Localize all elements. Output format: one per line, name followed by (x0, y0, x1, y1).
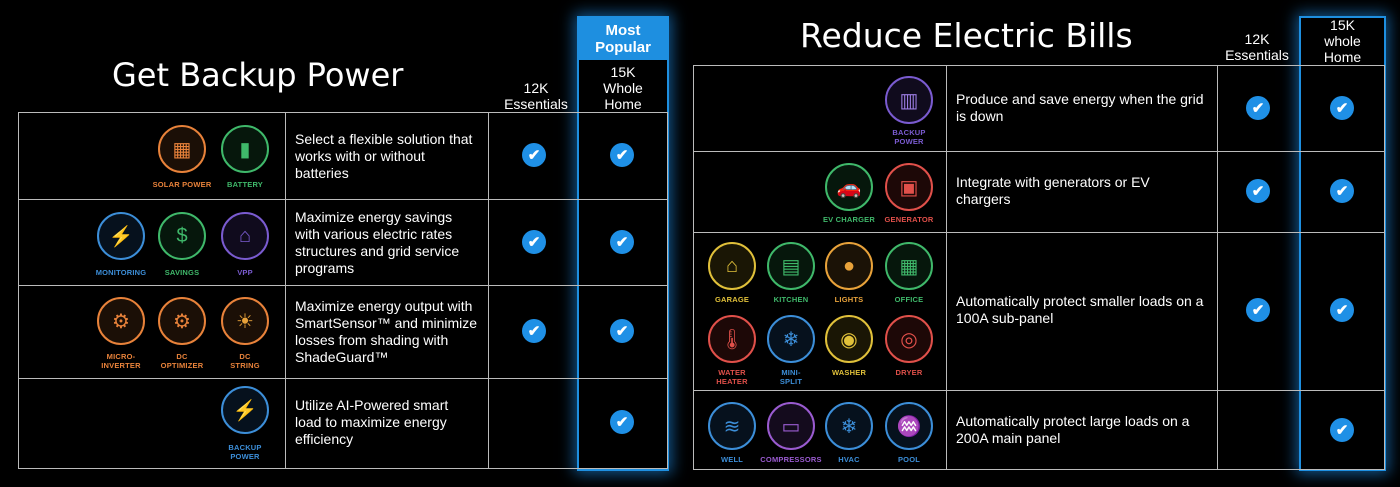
icon-label: MINI- SPLIT (779, 368, 803, 386)
check-icon: ✔ (610, 319, 634, 343)
icon-label: OFFICE (894, 295, 924, 304)
icon-label: GARAGE (714, 295, 750, 304)
icon-label: GENERATOR (884, 215, 934, 224)
right-col-15k-header: 15K whole Home (1323, 17, 1362, 65)
lights-icon: ● (825, 242, 873, 290)
check-icon: ✔ (1330, 179, 1354, 203)
icon-label: DC OPTIMIZER (160, 352, 204, 370)
savings-icon: $ (158, 212, 206, 260)
icon-label: SOLAR POWER (152, 180, 212, 189)
mini-split-icon: ❄ (767, 315, 815, 363)
icon-label: BATTERY (227, 180, 263, 189)
pool-icon: ♒ (885, 402, 933, 450)
hvac-icon: ❄ (825, 402, 873, 450)
icon-label: WASHER (831, 368, 867, 377)
icon-label: WATER HEATER (716, 368, 748, 386)
check-icon: ✔ (522, 319, 546, 343)
icon-label: VPP (237, 268, 253, 277)
row-description: Produce and save energy when the grid is… (956, 91, 1204, 124)
left-divider (488, 112, 489, 469)
icon-label: MICRO- INVERTER (101, 352, 141, 370)
row-description: Automatically protect large loads on a 2… (956, 413, 1190, 446)
row-description: Maximize energy savings with various ele… (295, 209, 460, 276)
icon-label: KITCHEN (773, 295, 809, 304)
office-icon: ▦ (885, 242, 933, 290)
icon-label: POOL (897, 455, 921, 464)
icon-label: COMPRESSORS (760, 455, 822, 464)
left-table (18, 112, 668, 469)
dc-string-icon: ☀ (221, 297, 269, 345)
check-icon: ✔ (610, 230, 634, 254)
icon-label: SAVINGS (164, 268, 200, 277)
left-row-divider (18, 285, 668, 286)
icon-label: BACKUP POWER (228, 443, 262, 461)
vpp-icon: ⌂ (221, 212, 269, 260)
solar-panel-icon: ▦ (158, 125, 206, 173)
left-col-15k-header: 15K Whole Home (603, 64, 643, 112)
check-icon: ✔ (1330, 96, 1354, 120)
well-icon: ≋ (708, 402, 756, 450)
left-title: Get Backup Power (112, 56, 404, 94)
icon-label: DRYER (895, 368, 923, 377)
dryer-icon: ◎ (885, 315, 933, 363)
monitoring-icon: ⚡ (97, 212, 145, 260)
backup-power-icon: ⚡ (221, 386, 269, 434)
right-row-divider (693, 390, 1385, 391)
dc-optimizer-icon: ⚙ (158, 297, 206, 345)
garage-icon: ⌂ (708, 242, 756, 290)
row-description: Automatically protect smaller loads on a… (956, 293, 1204, 326)
icon-label: MONITORING (95, 268, 147, 277)
compressor-icon: ▭ (767, 402, 815, 450)
water-heater-icon: 🌡 (708, 315, 756, 363)
left-col-12k-header: 12K Essentials (504, 80, 568, 112)
check-icon: ✔ (1330, 418, 1354, 442)
right-col-12k-header: 12K Essentials (1225, 31, 1289, 63)
check-icon: ✔ (522, 230, 546, 254)
row-description: Utilize AI-Powered smart load to maximiz… (295, 396, 449, 447)
row-description: Integrate with generators or EV chargers (956, 174, 1150, 207)
microinverter-icon: ⚙ (97, 297, 145, 345)
most-popular-badge: Most Popular (579, 18, 667, 60)
right-title: Reduce Electric Bills (800, 16, 1133, 55)
check-icon: ✔ (1246, 96, 1270, 120)
check-icon: ✔ (610, 143, 634, 167)
check-icon: ✔ (1246, 179, 1270, 203)
right-table (693, 65, 1385, 470)
kitchen-icon: ▤ (767, 242, 815, 290)
check-icon: ✔ (610, 410, 634, 434)
icon-label: HVAC (838, 455, 860, 464)
backup-panel-icon: ▥ (885, 76, 933, 124)
check-icon: ✔ (522, 143, 546, 167)
right-divider (1217, 65, 1218, 470)
icon-label: EV CHARGER (822, 215, 875, 224)
left-divider (285, 112, 286, 469)
row-description: Maximize energy output with SmartSensor™… (295, 298, 478, 365)
left-row-divider (18, 378, 668, 379)
row-description: Select a flexible solution that works wi… (295, 130, 473, 181)
left-row-divider (18, 199, 668, 200)
check-icon: ✔ (1246, 298, 1270, 322)
right-divider (946, 65, 947, 470)
icon-label: LIGHTS (834, 295, 864, 304)
ev-charger-icon: 🚗 (825, 163, 873, 211)
icon-label: DC STRING (230, 352, 260, 370)
battery-icon: ▮ (221, 125, 269, 173)
icon-label: WELL (720, 455, 744, 464)
right-row-divider (693, 151, 1385, 152)
check-icon: ✔ (1330, 298, 1354, 322)
left-highlight-column (577, 16, 669, 471)
right-highlight-column (1299, 16, 1386, 471)
washer-icon: ◉ (825, 315, 873, 363)
generator-icon: ▣ (885, 163, 933, 211)
icon-label: BACKUP POWER (892, 128, 926, 146)
right-row-divider (693, 232, 1385, 233)
